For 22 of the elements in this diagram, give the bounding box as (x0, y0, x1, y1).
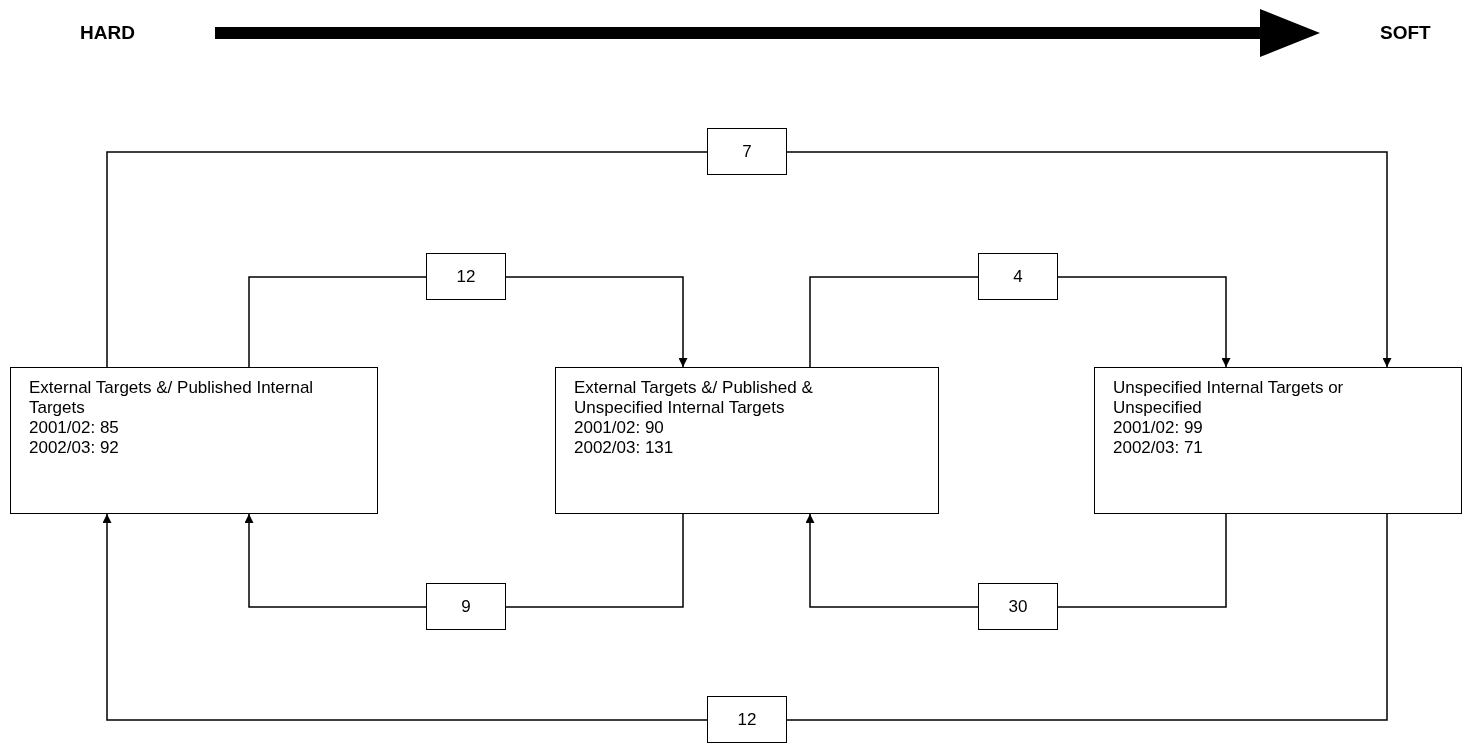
category-title: Unspecified Internal Targets or Unspecified (1113, 378, 1345, 418)
count-text: 2001/02: 85 (29, 418, 120, 438)
count-text: 2001/02: 99 (1113, 418, 1204, 438)
edge-label: 9 (426, 583, 506, 630)
scale-label: HARD (80, 22, 135, 44)
scale-label: SOFT (1380, 22, 1431, 44)
count-text: 2001/02: 90 (574, 418, 665, 438)
edge-label: 4 (978, 253, 1058, 300)
edge-label: 30 (978, 583, 1058, 630)
count-text: 2002/03: 71 (1113, 438, 1204, 458)
connector-arrow (106, 151, 1392, 368)
category-title: External Targets &/ Published & Unspecified Internal Targets (574, 378, 814, 418)
category-box (1094, 367, 1462, 514)
category-box (10, 367, 378, 514)
edge-label: 12 (707, 696, 787, 743)
edge-label: 7 (707, 128, 787, 175)
category-box (555, 367, 939, 514)
count-text: 2002/03: 131 (574, 438, 675, 458)
connector-arrow (102, 513, 1388, 721)
category-title: External Targets &/ Published Internal Targets (29, 378, 315, 418)
edge-label: 12 (426, 253, 506, 300)
count-text: 2002/03: 92 (29, 438, 120, 458)
